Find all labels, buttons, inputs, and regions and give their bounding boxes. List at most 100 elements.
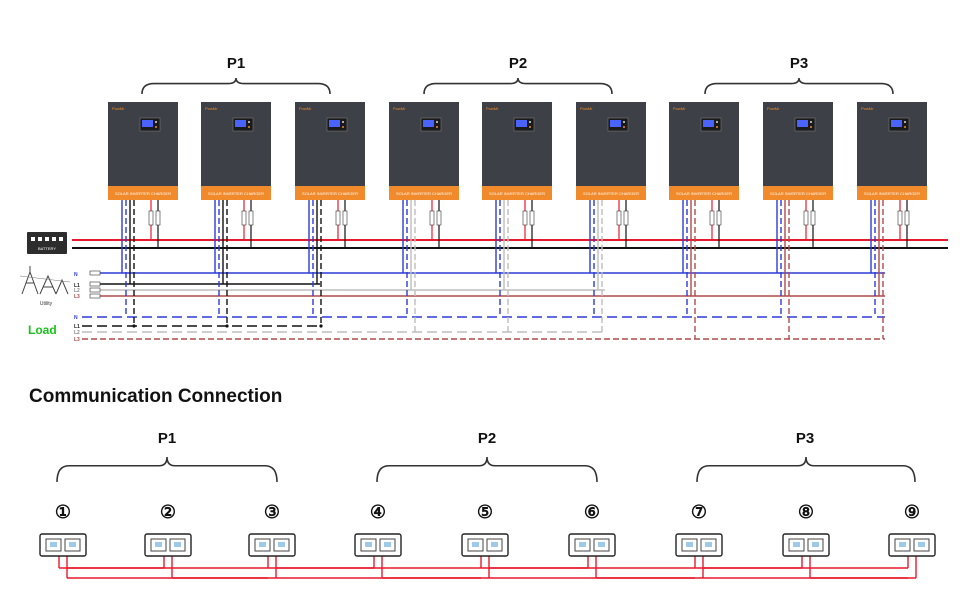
inverter-button-icon (342, 121, 344, 123)
grid-breakers (89, 270, 101, 299)
rj45-contact-icon (365, 542, 372, 547)
inverter-strip-label: SOLAR INVERTER CHARGER (115, 191, 171, 196)
inverter-lcd (516, 120, 527, 127)
power-brace-p2 (423, 77, 613, 95)
rj45-contact-icon (259, 542, 266, 547)
inverter-button-icon (155, 126, 157, 128)
comm-brace-p2 (376, 456, 598, 483)
comm-unit-number: ② (160, 502, 176, 522)
inverter-button-icon (436, 121, 438, 123)
battery-fuse-icon (616, 210, 622, 226)
inverter-strip (669, 186, 739, 200)
rj45-contact-icon (491, 542, 498, 547)
battery-fuse-icon (803, 210, 809, 226)
inverter-lcd (142, 120, 153, 127)
inverter-button-icon (248, 121, 250, 123)
inverter-strip (108, 186, 178, 200)
inverter-button-icon (155, 121, 157, 123)
inverter-button-icon (810, 126, 812, 128)
power-group-label-p1: P1 (227, 55, 245, 72)
comm-group-label-p2: P2 (478, 430, 496, 447)
battery-fuse-icon (529, 210, 535, 226)
inverter-brand: PowMr (112, 106, 125, 111)
rj45-contact-icon (384, 542, 391, 547)
comm-unit: ① (39, 502, 87, 557)
battery-fuse-icon (709, 210, 715, 226)
comm-group-label-p1: P1 (158, 430, 176, 447)
comm-group-label-p3: P3 (796, 430, 814, 447)
rj45-contact-icon (918, 542, 925, 547)
load-label: Load (28, 323, 57, 337)
inverter-lcd (235, 120, 246, 127)
inverter-brand: PowMr (673, 106, 686, 111)
rj45-contact-icon (598, 542, 605, 547)
comm-unit-number: ⑥ (584, 502, 600, 522)
comm-unit: ⑧ (782, 502, 830, 557)
inverter-strip-label: SOLAR INVERTER CHARGER (864, 191, 920, 196)
rj45-contact-icon (174, 542, 181, 547)
rj45-contact-icon (899, 542, 906, 547)
junction-dot (225, 324, 229, 328)
grid-line-labels: N L1 L2 L3 (74, 272, 80, 300)
inverter-brand: PowMr (861, 106, 874, 111)
load-labels: Load N L1 L2 L3 (28, 315, 80, 343)
battery-fuse-icon (335, 210, 341, 226)
battery-fuse-icon (436, 210, 442, 226)
rj45-contact-icon (579, 542, 586, 547)
comm-unit-number: ① (55, 502, 71, 522)
inverter-brand: PowMr (205, 106, 218, 111)
inverter-strip-label: SOLAR INVERTER CHARGER (396, 191, 452, 196)
inverter-brand: PowMr (299, 106, 312, 111)
inverter-lcd (423, 120, 434, 127)
inverter-button-icon (623, 126, 625, 128)
utility-label: Utility (40, 301, 53, 307)
battery-fuse-icon (623, 210, 629, 226)
inverter-button-icon (716, 121, 718, 123)
rj45-contact-icon (155, 542, 162, 547)
battery-fuse-icon (241, 210, 247, 226)
comm-unit-number: ⑦ (691, 502, 707, 522)
battery-icon: BATTERY (27, 232, 67, 254)
communication-group-braces (56, 456, 916, 483)
rj45-contact-icon (812, 542, 819, 547)
inverter-body (857, 102, 927, 186)
comm-unit-number: ⑧ (798, 502, 814, 522)
inverter-body (482, 102, 552, 186)
inverter-button-icon (342, 126, 344, 128)
inverter-button-icon (623, 121, 625, 123)
inverter-strip (482, 186, 552, 200)
communication-cables (58, 555, 917, 579)
power-brace-p1 (141, 77, 331, 95)
battery-fuse-icon (342, 210, 348, 226)
inverter-strip-label: SOLAR INVERTER CHARGER (676, 191, 732, 196)
inverter-lcd (703, 120, 714, 127)
communication-heading: Communication Connection (29, 386, 282, 407)
junction-dot (319, 324, 323, 328)
inverter-body (389, 102, 459, 186)
inverter-strip (763, 186, 833, 200)
utility-grid-icon: Utility (19, 266, 71, 307)
rj45-contact-icon (686, 542, 693, 547)
battery-fuse-icon (904, 210, 910, 226)
comm-brace-p3 (696, 456, 916, 483)
rj45-contact-icon (50, 542, 57, 547)
comm-unit: ② (144, 502, 192, 557)
rj45-contact-icon (793, 542, 800, 547)
power-group-braces (141, 77, 894, 95)
comm-unit: ⑨ (888, 502, 936, 557)
comm-unit: ⑦ (675, 502, 723, 557)
rj45-contact-icon (705, 542, 712, 547)
inverter-strip-label: SOLAR INVERTER CHARGER (489, 191, 545, 196)
comm-brace-p1 (56, 456, 278, 483)
power-group-label-p2: P2 (509, 55, 527, 72)
battery-fuse-icon (522, 210, 528, 226)
comm-unit: ③ (248, 502, 296, 557)
battery-fuse-icon (810, 210, 816, 226)
